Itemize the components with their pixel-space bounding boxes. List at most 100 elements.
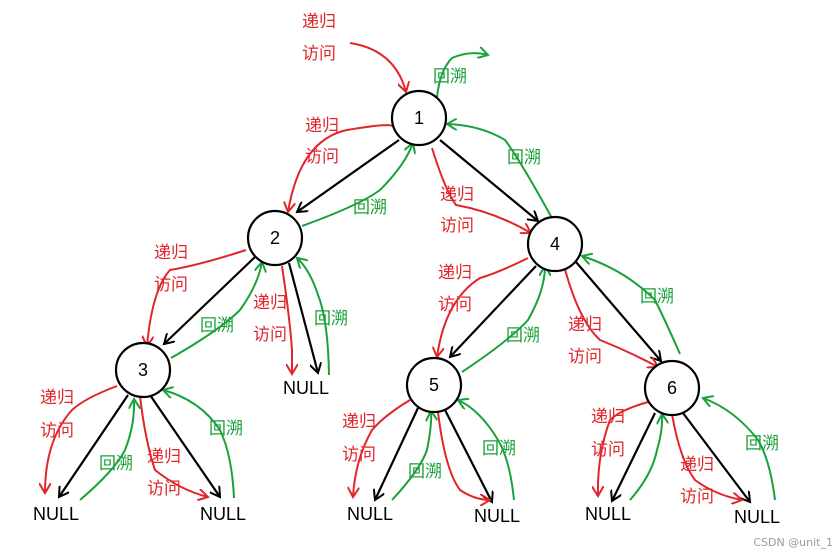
backtrack-labels: 回溯 回溯 回溯 回溯 回溯 回溯 回溯 回溯 回溯 回溯 回溯 回溯 xyxy=(99,67,779,482)
visit-label-1-left: 访问 xyxy=(305,147,339,167)
backtrack-arrow-nullL-to-3 xyxy=(79,399,134,501)
recurse-labels: 递归 访问 递归 访问 递归 访问 递归 访问 递归 访问 递归 访问 递归 访… xyxy=(40,12,714,507)
recurse-arrow-6-nullL xyxy=(598,401,649,496)
node-label-2: 2 xyxy=(270,228,280,248)
recurse-arrow-to-5 xyxy=(437,257,529,357)
backtrack-label-5-right: 回溯 xyxy=(482,439,516,459)
edge-5-nullR xyxy=(443,407,492,502)
backtrack-label-5-left: 回溯 xyxy=(408,462,442,482)
recurse-label-2-left: 递归 xyxy=(154,243,188,263)
edge-4-5 xyxy=(450,265,537,357)
node-label-5: 5 xyxy=(429,375,439,395)
recurse-label-2-right: 递归 xyxy=(253,293,287,313)
tree-node-4: 4 xyxy=(526,215,584,273)
backtrack-arrow-5-to-4 xyxy=(461,266,545,373)
node-label-6: 6 xyxy=(667,378,677,398)
backtrack-arrow-3-to-2 xyxy=(170,262,262,359)
edge-5-nullL xyxy=(375,407,419,500)
backtrack-arrow-nullR-to-6 xyxy=(703,398,776,501)
backtrack-arrow-2-to-1 xyxy=(301,143,413,227)
backtrack-arrow-null-to-2 xyxy=(297,258,330,376)
backtrack-arrows xyxy=(79,53,776,501)
edge-3-nullR xyxy=(149,394,220,497)
tree-edges xyxy=(59,139,750,502)
edge-6-nullR xyxy=(682,412,750,502)
edge-4-6 xyxy=(575,261,661,361)
visit-label-6-right: 访问 xyxy=(680,487,714,507)
visit-label-5-left: 访问 xyxy=(342,445,376,465)
backtrack-label-4: 回溯 xyxy=(507,148,541,168)
edge-6-nullL xyxy=(612,412,656,501)
backtrack-arrow-nullR-to-3 xyxy=(163,390,235,499)
edge-3-nullL xyxy=(59,394,129,497)
tree-node-3: 3 xyxy=(114,341,172,399)
recurse-arrow-5-nullR xyxy=(437,411,490,500)
edge-2-3 xyxy=(164,256,256,344)
recurse-label-3-left: 递归 xyxy=(40,388,74,408)
backtrack-label-3-left: 回溯 xyxy=(99,454,133,474)
backtrack-arrow-nullR-to-5 xyxy=(458,400,515,501)
backtrack-label-3: 回溯 xyxy=(200,316,234,336)
recurse-arrow-to-6 xyxy=(562,261,658,367)
recurse-label-3-right: 递归 xyxy=(147,447,181,467)
visit-label-2-left: 访问 xyxy=(154,275,188,295)
node-label-1: 1 xyxy=(414,108,424,128)
recurse-arrow-3-nullR xyxy=(139,395,208,497)
backtrack-arrow-6-to-4 xyxy=(582,256,681,355)
backtrack-arrow-4-to-1 xyxy=(447,124,554,221)
recurse-label-1-right: 递归 xyxy=(440,185,474,205)
edge-2-null xyxy=(287,262,318,373)
visit-label-6-left: 访问 xyxy=(591,440,625,460)
visit-label-3-left: 访问 xyxy=(40,421,74,441)
tree-node-6: 6 xyxy=(643,359,701,417)
visit-label-root: 访问 xyxy=(302,44,336,64)
recurse-arrow-5-nullL xyxy=(353,399,411,497)
recurse-label-1-left: 递归 xyxy=(305,116,339,136)
recurse-arrow-to-2 xyxy=(288,124,394,212)
backtrack-label-2: 回溯 xyxy=(353,198,387,218)
recurse-label-6-left: 递归 xyxy=(591,407,625,427)
backtrack-arrow-nullL-to-6 xyxy=(629,414,662,501)
backtrack-label-2-null: 回溯 xyxy=(314,309,348,329)
null-leaf-5-left: NULL xyxy=(347,504,393,524)
recurse-label-6-right: 递归 xyxy=(680,455,714,475)
tree-node-5: 5 xyxy=(405,356,463,414)
edge-1-4 xyxy=(439,139,538,221)
node-label-4: 4 xyxy=(550,234,560,254)
null-leaf-3-right: NULL xyxy=(200,504,246,524)
recurse-label-5-left: 递归 xyxy=(342,412,376,432)
tree-node-1: 1 xyxy=(390,89,448,147)
null-leaf-6-left: NULL xyxy=(585,504,631,524)
backtrack-label-3-right: 回溯 xyxy=(209,419,243,439)
recurse-label-4-left: 递归 xyxy=(438,263,472,283)
backtrack-arrow-nullL-to-5 xyxy=(391,411,431,501)
recurse-label-4-right: 递归 xyxy=(568,315,602,335)
null-leaf-5-right: NULL xyxy=(474,506,520,526)
recurse-arrow-to-3 xyxy=(147,249,247,346)
recurse-label-root: 递归 xyxy=(302,12,336,32)
backtrack-label-6: 回溯 xyxy=(640,287,674,307)
recurse-arrow-6-nullR xyxy=(671,413,742,500)
recurse-arrow-root xyxy=(349,42,406,92)
visit-label-4-left: 访问 xyxy=(438,295,472,315)
visit-label-4-right: 访问 xyxy=(568,347,602,367)
visit-label-2-right: 访问 xyxy=(253,325,287,345)
null-leaf-3-left: NULL xyxy=(33,504,79,524)
backtrack-label-root: 回溯 xyxy=(433,67,467,87)
visit-label-1-right: 访问 xyxy=(440,216,474,236)
node-label-3: 3 xyxy=(138,360,148,380)
recurse-arrows xyxy=(45,42,742,500)
tree-node-2: 2 xyxy=(246,209,304,267)
null-leaf-6-right: NULL xyxy=(734,507,780,527)
backtrack-label-6-right: 回溯 xyxy=(745,434,779,454)
recurse-arrow-to-4 xyxy=(431,147,531,233)
null-leaf-2-right: NULL xyxy=(283,378,329,398)
backtrack-arrow-root xyxy=(436,53,488,98)
recurse-arrow-3-nullL xyxy=(45,385,118,493)
edge-1-2 xyxy=(297,139,400,212)
recurse-arrow-2-null xyxy=(281,265,292,374)
backtrack-label-5: 回溯 xyxy=(506,326,540,346)
visit-label-3-right: 访问 xyxy=(147,479,181,499)
watermark: CSDN @unit_1 xyxy=(753,536,833,549)
